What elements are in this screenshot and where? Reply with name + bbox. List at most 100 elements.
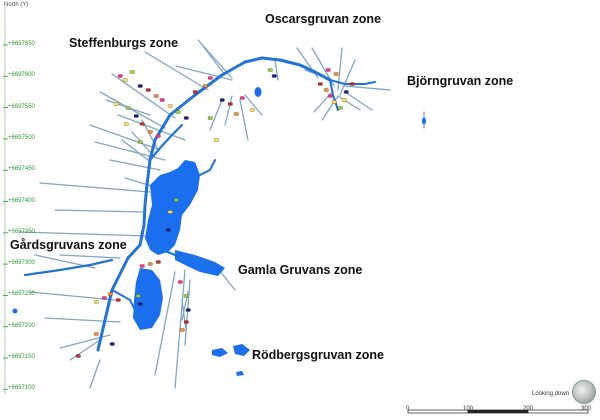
assay-interval-marker: [333, 72, 339, 76]
assay-interval-marker: [349, 82, 355, 86]
assay-interval-marker: [179, 328, 185, 332]
assay-interval-marker: [135, 294, 141, 298]
north-tick-label: +6697150: [8, 354, 35, 360]
tunnel-south-branch: [111, 289, 141, 321]
assay-interval-marker: [213, 138, 219, 142]
orebodies: [12, 87, 426, 376]
assay-interval-marker: [325, 68, 331, 72]
zone-label-oscarsgruvan: Oscarsgruvan zone: [265, 12, 382, 26]
assay-interval-marker: [113, 102, 119, 106]
assay-interval-marker: [331, 100, 337, 104]
drillhole-trace: [109, 159, 161, 171]
tunnel-gamla-drift: [148, 243, 217, 267]
assay-interval-marker: [183, 320, 189, 324]
orebody-rodbergs-b: [233, 344, 250, 356]
drillhole-trace: [89, 124, 161, 151]
orebody-gamla-main: [145, 160, 200, 255]
assay-interval-marker: [192, 90, 198, 94]
scale-label-100: 100: [463, 406, 474, 412]
zone-label-rodbergsgruvan: Rödbergsgruvan zone: [252, 348, 384, 362]
orebody-rodbergs-c: [236, 371, 244, 376]
drillhole-trace: [181, 299, 187, 331]
scale-label-0: 0: [406, 406, 410, 412]
assay-interval-marker: [239, 96, 245, 100]
assay-interval-marker: [173, 198, 179, 202]
tunnel-gardsgruvan-drift: [23, 258, 114, 277]
assay-interval-marker: [101, 296, 107, 300]
assay-interval-marker: [341, 98, 347, 102]
tunnel-oscar-spur: [329, 79, 376, 85]
zone-label-gardsgruvans: Gårdsgruvans zone: [10, 238, 127, 252]
assay-interval-marker: [233, 112, 239, 116]
assay-interval-marker: [155, 134, 161, 138]
assay-interval-marker: [337, 106, 343, 110]
drillhole-trace: [244, 94, 263, 116]
drillhole-trace: [344, 85, 391, 91]
tunnel-steffenburg-drift: [148, 123, 184, 162]
orebody-rodbergs-a: [212, 348, 228, 357]
north-tick-label: +6697650: [8, 41, 35, 47]
assay-interval-marker: [155, 260, 161, 264]
assay-interval-marker: [133, 114, 139, 118]
assay-interval-marker: [137, 140, 143, 144]
assay-interval-marker: [139, 264, 145, 268]
drillhole-trace: [274, 59, 279, 81]
tunnel-oscar-down: [329, 79, 339, 111]
scale-label-300: 300: [581, 406, 592, 412]
assay-interval-marker: [202, 84, 208, 88]
drillhole-trace: [44, 317, 121, 323]
north-tick-label: +6697300: [8, 260, 35, 267]
scale-bar-segment: [467, 409, 529, 414]
assay-interval-marker: [167, 210, 173, 214]
assay-interval-marker: [153, 94, 159, 98]
assay-interval-marker: [129, 70, 135, 74]
drillhole-trace: [89, 359, 101, 389]
orebody-west-blob: [12, 308, 18, 314]
orebody-north-blob: [254, 87, 262, 97]
drillhole-trace: [141, 119, 159, 151]
zone-label-bjorngruvan: Björngruvan zone: [407, 74, 514, 88]
north-tick-label: +6697550: [8, 103, 35, 110]
assay-interval-marker: [177, 280, 183, 284]
assay-interval-marker: [271, 74, 277, 78]
zone-label-steffenburgs: Steffenburgs zone: [69, 36, 179, 50]
assay-interval-marker: [183, 294, 189, 298]
drillhole-trace: [111, 73, 176, 119]
north-tick-label: +6697250: [8, 291, 35, 298]
scale-bar-segment: [407, 409, 469, 414]
drillhole-trace: [19, 231, 149, 237]
north-axis: [3, 6, 8, 394]
drillhole-trace: [344, 91, 373, 111]
assay-interval-marker: [207, 76, 213, 80]
assay-interval-marker: [93, 332, 99, 336]
tunnel-network: [23, 56, 376, 352]
scale-label-200: 200: [523, 406, 534, 412]
drillhole-trace: [59, 254, 121, 259]
assay-interval-marker: [107, 292, 113, 296]
assay-intervals: [75, 68, 355, 358]
assay-interval-marker: [123, 122, 129, 126]
assay-interval-marker: [167, 104, 173, 108]
assay-interval-marker: [109, 342, 115, 346]
assay-interval-marker: [175, 110, 181, 114]
drillhole-trace: [39, 182, 151, 193]
orebody-bjorn-blob: [422, 117, 426, 125]
drillhole-trace: [99, 91, 166, 129]
tunnel-east-lobe: [199, 159, 216, 176]
assay-interval-marker: [147, 130, 153, 134]
drillhole-trace: [224, 95, 233, 126]
view-orientation-globe-icon[interactable]: [572, 380, 596, 404]
assay-interval-marker: [159, 98, 165, 102]
assay-interval-marker: [317, 82, 323, 86]
assay-interval-marker: [267, 68, 273, 72]
drillhole-trace: [29, 291, 116, 301]
assay-interval-marker: [183, 116, 189, 120]
drillhole-trace: [175, 65, 233, 81]
assay-interval-marker: [125, 106, 131, 110]
assay-interval-marker: [219, 98, 225, 102]
drillhole-trace: [117, 114, 186, 141]
assay-interval-marker: [343, 90, 349, 94]
drillhole-trace: [184, 279, 191, 346]
